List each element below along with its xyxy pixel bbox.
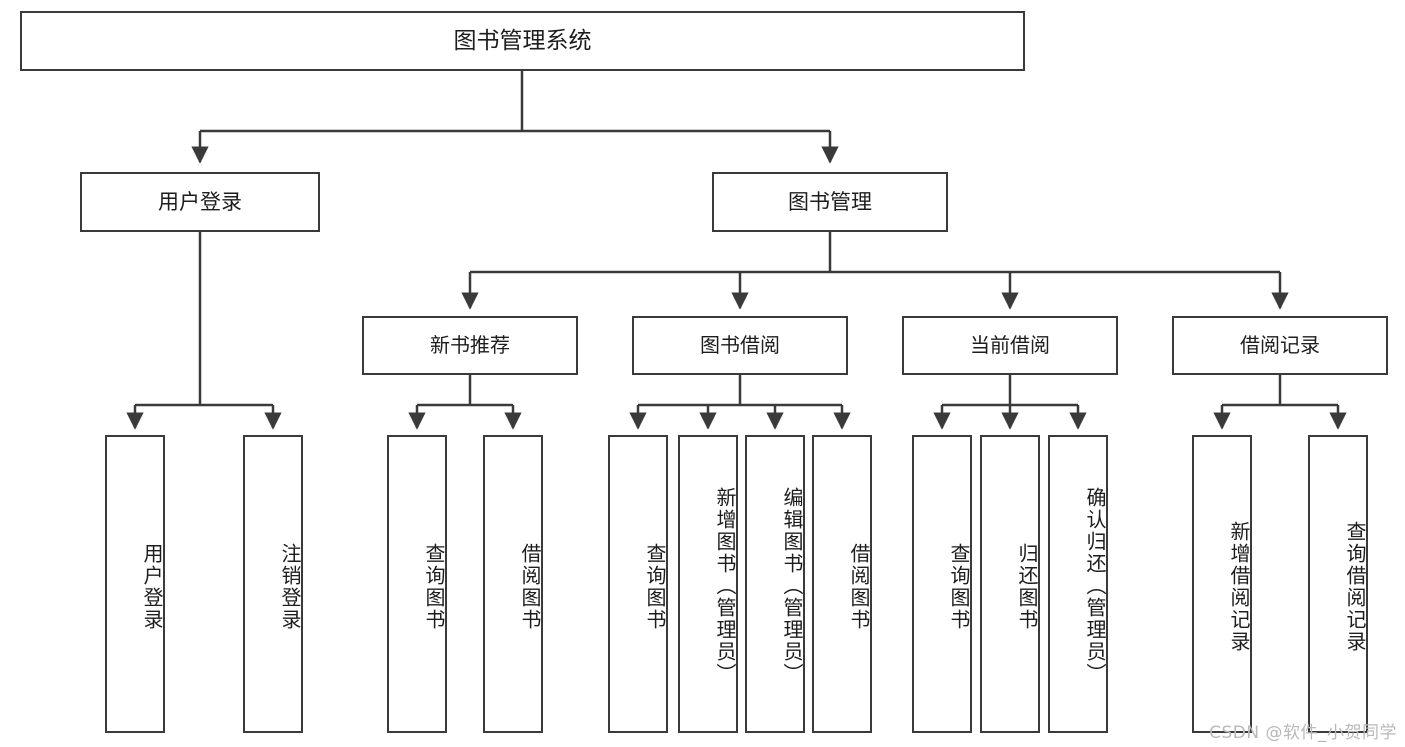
node-label: 注销登录 [278,543,302,631]
node-leaf-borrow-book[interactable]: 借阅图书 [812,435,872,733]
node-label: 新书推荐 [430,333,510,357]
node-leaf-edit-book[interactable]: 编辑图书（管理员） [745,435,805,733]
node-leaf-user-login[interactable]: 用户登录 [105,435,165,733]
node-label: 借阅图书 [847,543,871,631]
node-leaf-borrow-book-recommend[interactable]: 借阅图书 [483,435,543,733]
node-label: 新增借阅记录 [1227,521,1251,653]
node-label: 查询借阅记录 [1343,521,1367,653]
node-book-borrow[interactable]: 图书借阅 [632,316,848,375]
node-label: 归还图书 [1015,543,1039,631]
node-label: 当前借阅 [970,333,1050,357]
node-label: 查询图书 [643,543,667,631]
node-leaf-add-book[interactable]: 新增图书（管理员） [678,435,738,733]
node-new-book-recommend[interactable]: 新书推荐 [362,316,578,375]
node-label: 查询图书 [947,543,971,631]
node-label: 图书借阅 [700,333,780,357]
node-leaf-query-borrow-record[interactable]: 查询借阅记录 [1308,435,1368,733]
node-label: 借阅图书 [518,543,542,631]
node-leaf-query-book-current[interactable]: 查询图书 [912,435,972,733]
node-label: 借阅记录 [1240,333,1320,357]
node-leaf-query-book-borrow[interactable]: 查询图书 [608,435,668,733]
node-label: 用户登录 [140,543,164,631]
node-leaf-query-book-recommend[interactable]: 查询图书 [387,435,447,733]
node-leaf-add-borrow-record[interactable]: 新增借阅记录 [1192,435,1252,733]
node-root-book-management-system[interactable]: 图书管理系统 [20,11,1025,71]
node-leaf-confirm-return[interactable]: 确认归还（管理员） [1048,435,1108,733]
node-book-management[interactable]: 图书管理 [712,172,948,232]
node-leaf-return-book[interactable]: 归还图书 [980,435,1040,733]
node-user-login[interactable]: 用户登录 [80,172,320,232]
watermark-text: CSDN @软件_小贺同学 [1209,723,1397,743]
node-leaf-logout-login[interactable]: 注销登录 [243,435,303,733]
node-label: 确认归还（管理员） [1083,487,1107,685]
node-current-borrow[interactable]: 当前借阅 [902,316,1118,375]
node-label: 图书管理 [788,189,872,214]
node-label: 新增图书（管理员） [713,487,737,685]
node-label: 编辑图书（管理员） [780,487,804,685]
node-label: 用户登录 [158,189,242,214]
node-label: 图书管理系统 [453,27,592,54]
node-borrow-record[interactable]: 借阅记录 [1172,316,1388,375]
node-label: 查询图书 [422,543,446,631]
